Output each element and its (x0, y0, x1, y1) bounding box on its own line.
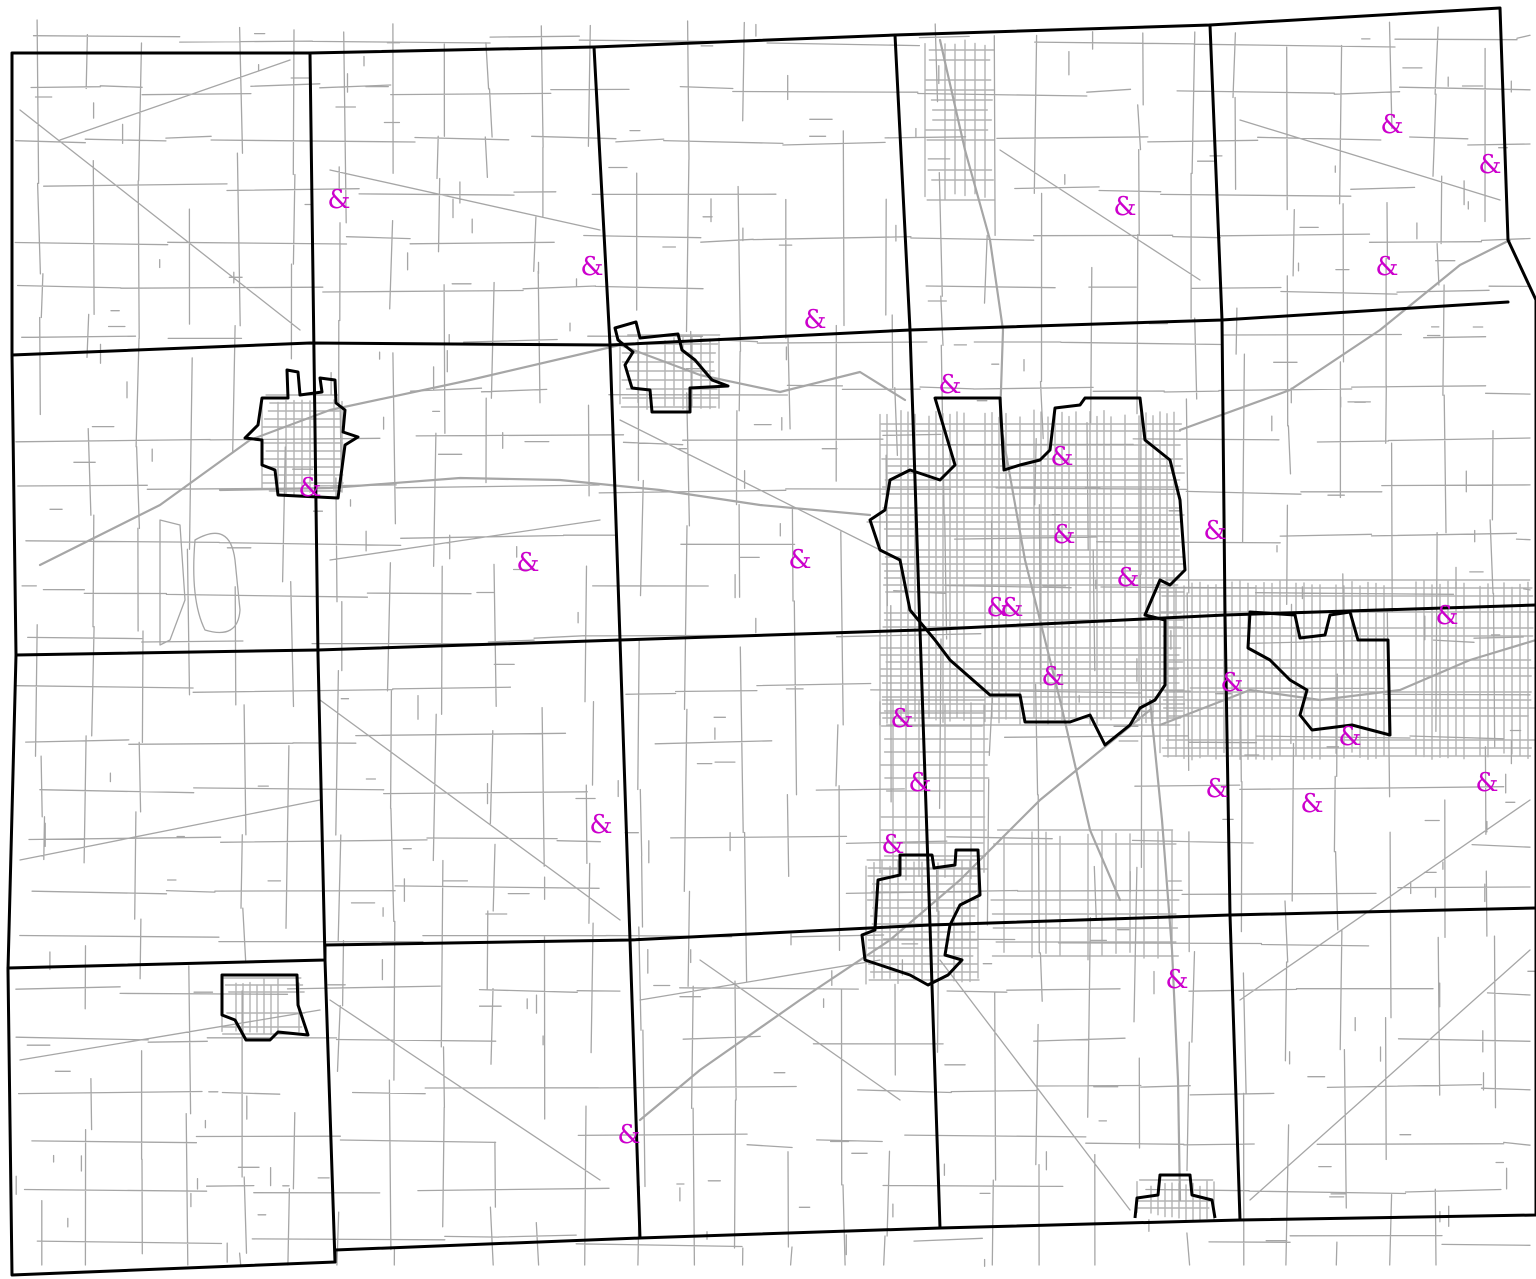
urban-grid-7 (1136, 1179, 1215, 1221)
township-line-2 (14, 603, 1536, 657)
ampersand-marker-icon: & (986, 593, 1009, 623)
city-boundary-main-east (1246, 610, 1392, 737)
township-line-3 (6, 906, 1536, 970)
range-line-2 (592, 45, 642, 1240)
ampersand-marker-icon: & (589, 810, 612, 840)
ampersand-marker-icon: & (1116, 563, 1139, 593)
highway-east (1158, 638, 1536, 727)
city-boundary-south-central (860, 848, 982, 987)
city-boundary-southwest (220, 973, 310, 1042)
ampersand-marker-icon: & (1113, 192, 1136, 222)
ampersand-marker-icon: & (881, 830, 904, 860)
city-boundary-main-west (868, 396, 1187, 747)
ampersand-marker-icon: & (1338, 722, 1361, 752)
ampersand-marker-icon: & (580, 252, 603, 282)
ampersand-marker-icon: & (908, 768, 931, 798)
urban-grid-8 (924, 39, 996, 201)
ampersand-marker-icon: & (1300, 789, 1323, 819)
rural-road-network (14, 19, 1536, 1267)
ampersand-marker-icon: & (1478, 150, 1501, 180)
urban-grid-6 (221, 977, 306, 1037)
ampersand-marker-icon: & (516, 548, 539, 578)
ampersand-marker-icon: & (938, 370, 961, 400)
city-boundary-south (1133, 1173, 1217, 1219)
township-boundaries (6, 6, 1536, 1277)
racetrack-loops (159, 519, 241, 646)
city-boundary-west (243, 368, 360, 500)
ampersand-marker-icon: & (1000, 593, 1023, 623)
urban-grid-9 (990, 829, 1180, 961)
ampersand-marker-icon: & (1041, 662, 1064, 692)
ampersand-marker-icon: & (890, 704, 913, 734)
ampersand-marker-icon: & (803, 305, 826, 335)
ampersand-marker-icon: & (788, 545, 811, 575)
racetrack-inner (159, 519, 186, 646)
ampersand-marker-icon: & (1205, 774, 1228, 804)
range-line-4 (1208, 23, 1242, 1222)
highway-northwest (38, 343, 907, 567)
ampersand-marker-icon: & (1203, 516, 1226, 546)
ampersand-marker-icon: & (617, 1120, 640, 1150)
ampersand-marker-icon: & (298, 473, 321, 503)
highway-west-east (218, 476, 872, 517)
highway-southwest (638, 708, 1152, 1122)
urban-grid-5 (865, 859, 980, 985)
city-boundaries (220, 320, 1392, 1219)
city-boundary-north-central (613, 320, 730, 414)
ampersand-marker-icon: & (1050, 442, 1073, 472)
ampersand-marker-icon: & (1165, 965, 1188, 995)
ampersand-marker-icon: & (1435, 601, 1458, 631)
urban-grid-10 (879, 699, 991, 881)
racetrack-outer (193, 532, 241, 634)
ampersand-marker-icon: & (327, 185, 350, 215)
ampersand-marker-icon: & (1375, 252, 1398, 282)
range-line-1 (308, 51, 337, 1264)
rural-roads-path (14, 19, 1536, 1267)
highway-northeast (1178, 238, 1512, 432)
ampersand-marker-icon: & (1380, 110, 1403, 140)
ampersand-marker-icon: & (1052, 520, 1075, 550)
highway-south (1148, 698, 1182, 1202)
township-line-1 (10, 300, 1510, 357)
ampersand-marker-icon: & (1475, 768, 1498, 798)
ampersand-marker-icon: & (1220, 668, 1243, 698)
point-markers: &&&&&&&&&&&&&&&&&&&&&&&&&&&&&& (298, 110, 1501, 1150)
urban-grid-1 (879, 409, 1186, 726)
